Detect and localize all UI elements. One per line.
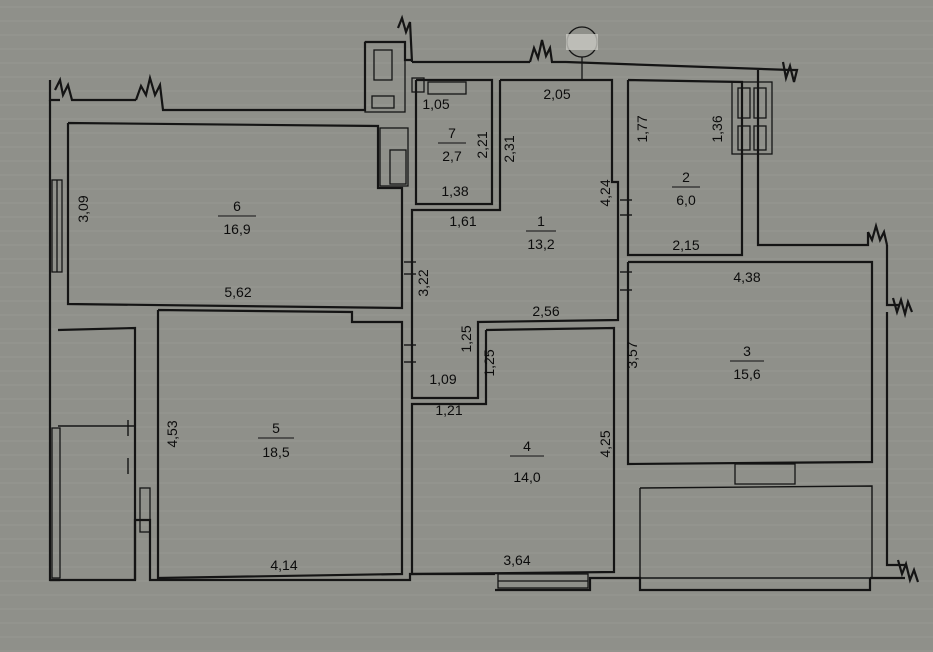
fixtures — [364, 26, 773, 187]
bath-fixture — [427, 81, 467, 95]
dim-3-22: 3,22 — [415, 269, 431, 296]
room-3-area: 15,6 — [733, 366, 760, 382]
dim-4-24: 4,24 — [597, 179, 613, 206]
room-4-area: 14,0 — [513, 469, 540, 485]
room-6-area: 16,9 — [223, 221, 250, 237]
break-mark-6 — [867, 221, 889, 246]
vent-shaft-left — [364, 41, 406, 113]
room-5-area: 18,5 — [262, 444, 289, 460]
outer-walls — [48, 14, 920, 592]
room-3-number: 3 — [743, 343, 751, 359]
dim-1-09: 1,09 — [429, 371, 456, 387]
dim-5-62: 5,62 — [224, 284, 251, 300]
wall-top-right — [565, 60, 791, 72]
break-mark-3 — [396, 14, 414, 63]
vent-duct-3 — [389, 149, 407, 185]
room-1-number: 1 — [537, 213, 545, 229]
dim-1-61: 1,61 — [449, 213, 476, 229]
door-room-3-loggia — [734, 463, 796, 485]
vent-shaft-room-6 — [379, 127, 409, 187]
room-6-number: 6 — [233, 198, 241, 214]
dim-3-57: 3,57 — [624, 341, 640, 368]
dim-2-21: 2,21 — [474, 131, 490, 158]
dim-1-05: 1,05 — [422, 96, 449, 112]
room-4-outline — [410, 326, 616, 576]
break-mark-4 — [528, 39, 566, 64]
break-mark-1 — [54, 76, 136, 102]
dim-2-56: 2,56 — [532, 303, 559, 319]
vent-duct-5 — [753, 87, 767, 119]
dim-4-25: 4,25 — [597, 430, 613, 457]
window-room-5 — [139, 487, 151, 533]
room-1-outline — [410, 78, 620, 400]
dim-2-31: 2,31 — [501, 135, 517, 162]
vent-duct-1 — [373, 49, 393, 81]
room-7-area: 2,7 — [442, 148, 462, 164]
dim-1-77: 1,77 — [634, 115, 650, 142]
dim-4-38: 4,38 — [733, 269, 760, 285]
break-mark-7 — [891, 296, 914, 319]
room-5-number: 5 — [272, 420, 280, 436]
room-7-number: 7 — [448, 125, 456, 141]
dim-4-14: 4,14 — [270, 557, 297, 573]
dim-1-36: 1,36 — [709, 115, 725, 142]
dim-1-21: 1,21 — [435, 402, 462, 418]
vent-duct-4 — [737, 87, 751, 119]
dimension-labels: 1,05 2,05 1,77 1,36 2,21 2,31 1,38 1,61 … — [75, 86, 761, 573]
window-balcony — [51, 427, 61, 579]
vent-duct-6 — [737, 125, 751, 151]
dim-1-25-a: 1,25 — [458, 325, 474, 352]
dim-2-05: 2,05 — [543, 86, 570, 102]
break-mark-8 — [896, 559, 920, 584]
blurred-mark — [566, 34, 598, 50]
room-4-number: 4 — [523, 438, 531, 454]
left-balcony-outline — [57, 326, 137, 580]
vent-duct-7 — [753, 125, 767, 151]
vent-shaft-right — [731, 81, 773, 155]
room-5-outline — [156, 308, 404, 580]
room-6-outline — [66, 121, 404, 310]
room-7-outline — [414, 78, 494, 206]
door-ticks — [127, 199, 632, 474]
room-2-number: 2 — [682, 169, 690, 185]
dim-3-09: 3,09 — [75, 195, 91, 222]
room-2-outline — [626, 78, 744, 257]
room-labels: 1 13,2 2 6,0 3 15,6 4 14,0 5 18,5 6 16,9… — [218, 125, 764, 485]
vent-duct-2 — [371, 95, 395, 109]
break-mark-2 — [134, 42, 367, 112]
windows — [51, 179, 796, 589]
break-mark-5 — [781, 61, 799, 83]
dim-3-64: 3,64 — [503, 552, 530, 568]
dim-1-25-b: 1,25 — [481, 349, 497, 376]
loggia-outline — [639, 485, 873, 579]
room-outlines — [57, 78, 874, 580]
wall-right-upper — [756, 70, 870, 247]
bath-fixture-2 — [411, 77, 425, 93]
room-2-area: 6,0 — [676, 192, 696, 208]
room-1-area: 13,2 — [527, 236, 554, 252]
dim-4-53: 4,53 — [164, 420, 180, 447]
dim-2-15: 2,15 — [672, 237, 699, 253]
room-3-outline — [626, 260, 874, 466]
dim-1-38: 1,38 — [441, 183, 468, 199]
